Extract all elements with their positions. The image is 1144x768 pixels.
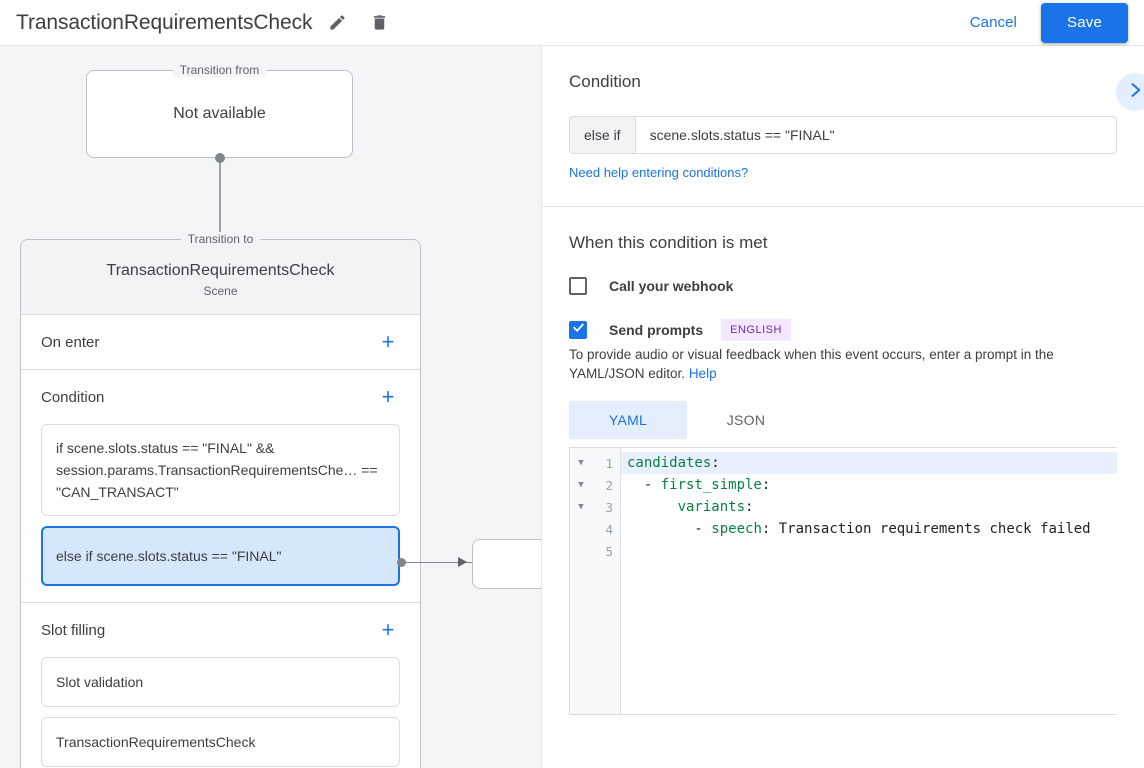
section-slot-filling-header: Slot filling + xyxy=(41,603,400,657)
call-webhook-label: Call your webhook xyxy=(609,278,734,294)
section-slot-filling: Slot filling + Slot validation Transacti… xyxy=(21,603,420,768)
line-number: 1 xyxy=(605,455,613,471)
code-line[interactable] xyxy=(621,540,1117,562)
scene-title: TransactionRequirementsCheck xyxy=(106,262,335,279)
condition-help-link[interactable]: Need help entering conditions? xyxy=(569,165,749,180)
next-node-card[interactable] xyxy=(472,539,541,589)
fold-arrow-icon[interactable]: ▼ xyxy=(578,502,584,512)
code-indent: - xyxy=(627,477,661,493)
code-key: candidates xyxy=(627,455,712,471)
transition-to-legend: Transition to xyxy=(180,232,261,246)
add-condition-button[interactable]: + xyxy=(381,384,395,409)
pencil-icon xyxy=(328,13,347,32)
condition-input-row[interactable]: else if scene.slots.status == "FINAL" xyxy=(569,116,1117,154)
code-colon: : xyxy=(761,521,771,537)
prompts-helper-sentence: To provide audio or visual feedback when… xyxy=(569,347,1054,381)
section-condition: Condition + if scene.slots.status == "FI… xyxy=(21,370,420,603)
slot-list-item[interactable]: Slot validation xyxy=(41,657,400,707)
fold-arrow-icon[interactable]: ▼ xyxy=(578,458,584,468)
condition-list-item-selected[interactable]: else if scene.slots.status == "FINAL" xyxy=(41,526,400,586)
condition-prefix-label: else if xyxy=(570,117,636,153)
call-webhook-checkbox[interactable] xyxy=(569,277,587,295)
prompts-helper-text: To provide audio or visual feedback when… xyxy=(569,345,1117,383)
code-line[interactable]: candidates: xyxy=(621,452,1117,474)
section-on-enter-header: On enter + xyxy=(41,315,400,369)
editor-gutter: ▼ 1 ▼ 2 ▼ 3 4 xyxy=(570,448,621,714)
section-slot-filling-label: Slot filling xyxy=(41,621,106,639)
chevron-right-icon xyxy=(1125,80,1144,105)
editor-code-area[interactable]: candidates: - first_simple: variants: - … xyxy=(621,448,1117,714)
tab-yaml[interactable]: YAML xyxy=(569,401,687,439)
save-button[interactable]: Save xyxy=(1041,2,1128,43)
top-bar: TransactionRequirementsCheck Cancel Save xyxy=(0,0,1144,46)
panel-when-met-section: When this condition is met Call your web… xyxy=(542,207,1144,715)
code-line[interactable]: - speech: Transaction requirements check… xyxy=(621,518,1117,540)
line-number: 3 xyxy=(605,499,613,515)
condition-output-handle[interactable] xyxy=(397,558,406,567)
panel-condition-heading: Condition xyxy=(569,72,641,91)
condition-list-item[interactable]: if scene.slots.status == "FINAL" && sess… xyxy=(41,424,400,516)
line-number: 5 xyxy=(605,543,613,559)
details-panel: Condition else if scene.slots.status == … xyxy=(541,46,1144,768)
code-colon: : xyxy=(711,455,720,471)
transition-from-legend: Transition from xyxy=(172,63,267,77)
section-condition-header: Condition + xyxy=(41,370,400,424)
scene-subtitle: Scene xyxy=(203,284,238,298)
code-key: first_simple xyxy=(660,477,762,493)
slot-filling-list: Slot validation TransactionRequirementsC… xyxy=(41,657,400,768)
prompts-help-link[interactable]: Help xyxy=(688,366,717,381)
transition-from-value: Not available xyxy=(173,105,266,122)
page-title: TransactionRequirementsCheck xyxy=(16,10,313,34)
delete-button[interactable] xyxy=(362,6,396,40)
code-colon: : xyxy=(761,477,771,493)
code-indent xyxy=(627,499,678,515)
section-on-enter-label: On enter xyxy=(41,333,100,351)
transition-from-box[interactable]: Transition from Not available xyxy=(86,63,353,158)
code-key: variants xyxy=(677,499,746,515)
language-badge: ENGLISH xyxy=(721,319,791,341)
yaml-editor[interactable]: ▼ 1 ▼ 2 ▼ 3 4 xyxy=(569,447,1117,715)
transition-to-card[interactable]: Transition to TransactionRequirementsChe… xyxy=(20,232,421,768)
tab-json[interactable]: JSON xyxy=(726,412,766,428)
code-line[interactable]: variants: xyxy=(621,496,1117,518)
edit-name-button[interactable] xyxy=(320,6,354,40)
code-key: speech xyxy=(711,521,762,537)
checkmark-icon xyxy=(572,321,585,339)
section-on-enter: On enter + xyxy=(21,315,420,370)
gutter-line: ▼ 1 xyxy=(570,452,620,474)
code-line[interactable]: - first_simple: xyxy=(621,474,1117,496)
send-prompts-checkbox[interactable] xyxy=(569,321,587,339)
send-prompts-row[interactable]: Send prompts ENGLISH xyxy=(569,319,1117,341)
graph-canvas[interactable]: Transition from Not available Transition… xyxy=(0,46,541,768)
edge-arrowhead xyxy=(458,557,467,567)
edge-line xyxy=(402,562,472,563)
expand-panel-button[interactable] xyxy=(1116,73,1144,111)
gutter-line: 4 xyxy=(570,518,620,540)
cancel-button[interactable]: Cancel xyxy=(956,6,1031,39)
add-on-enter-button[interactable]: + xyxy=(381,329,395,354)
condition-list: if scene.slots.status == "FINAL" && sess… xyxy=(41,424,400,602)
gutter-line: ▼ 3 xyxy=(570,496,620,518)
gutter-line: ▼ 2 xyxy=(570,474,620,496)
add-slot-filling-button[interactable]: + xyxy=(381,617,395,642)
fold-arrow-icon[interactable]: ▼ xyxy=(578,480,584,490)
slot-list-item[interactable]: TransactionRequirementsCheck xyxy=(41,717,400,767)
section-condition-label: Condition xyxy=(41,388,105,406)
code-colon: : xyxy=(745,499,754,515)
code-value: Transaction requirements check failed xyxy=(770,521,1091,537)
code-indent: - xyxy=(627,521,712,537)
send-prompts-label: Send prompts xyxy=(609,322,704,338)
line-number: 4 xyxy=(605,521,613,537)
trash-icon xyxy=(370,13,389,32)
condition-expression-input[interactable]: scene.slots.status == "FINAL" xyxy=(635,117,1116,153)
webhook-row[interactable]: Call your webhook xyxy=(569,277,1117,295)
scene-header: TransactionRequirementsCheck Scene xyxy=(21,240,420,315)
gutter-line: 5 xyxy=(570,540,620,562)
panel-condition-section: Condition else if scene.slots.status == … xyxy=(542,46,1144,207)
line-number: 2 xyxy=(605,477,613,493)
editor-format-tabs: YAML JSON xyxy=(569,401,1117,439)
panel-when-met-heading: When this condition is met xyxy=(569,233,768,252)
